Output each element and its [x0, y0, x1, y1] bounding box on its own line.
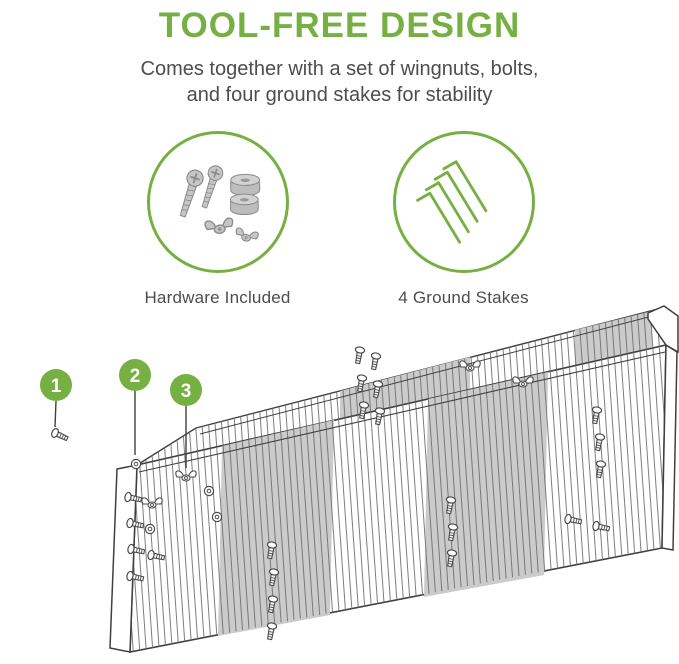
subtitle-line-2: and four ground stakes for stability [186, 84, 493, 107]
corrugation-overlay [130, 345, 666, 652]
subtitle: Comes together with a set of wingnuts, b… [0, 56, 679, 109]
hardware-icon [179, 165, 260, 244]
back-rim-line [199, 313, 661, 435]
left-corner-trim [109, 464, 138, 653]
hardware-circle [146, 130, 289, 273]
callout-1: 1 [40, 369, 72, 444]
screw-icon [179, 169, 204, 218]
wingnut-icon [203, 216, 235, 236]
washer-icon [203, 485, 215, 497]
wingnut-icon [233, 226, 259, 244]
bed-illustration: 1 2 3 [0, 302, 679, 664]
screw-icon [201, 165, 223, 209]
subtitle-line-1: Comes together with a set of wingnuts, b… [140, 58, 539, 80]
stake-icon [415, 191, 461, 244]
feature-caption-hardware: Hardware Included [144, 287, 291, 307]
callout-2-number: 2 [130, 366, 141, 387]
callout-3-number: 3 [181, 381, 192, 402]
ground-stakes-icon [415, 160, 487, 244]
washer-icon [229, 193, 259, 215]
garden-bed-drawing: 1 2 3 [40, 305, 679, 653]
bolt-icon [368, 351, 382, 371]
right-corner-trim [647, 305, 679, 354]
callout-3: 3 [170, 374, 202, 482]
bolt-icon [49, 426, 70, 444]
washer-icon [130, 458, 142, 470]
callout-1-number: 1 [51, 376, 62, 397]
feature-row: Hardware Included 4 Ground Stakes [0, 130, 679, 308]
stakes-circle [392, 130, 535, 273]
callout-2: 2 [119, 359, 151, 470]
page-title: TOOL-FREE DESIGN [158, 6, 521, 45]
stake-icon [433, 170, 479, 223]
bolt-icon [352, 345, 366, 365]
callout-1-line [54, 400, 57, 428]
washer-icon [211, 511, 223, 523]
callout-2-badge [119, 359, 151, 391]
callout-3-badge [170, 374, 202, 406]
stake-icon [424, 181, 470, 233]
callout-1-badge [40, 369, 72, 401]
front-rim-line [138, 351, 666, 473]
feature-caption-stakes: 4 Ground Stakes [398, 287, 529, 307]
feature-hardware: Hardware Included [144, 130, 291, 308]
washer-icon [229, 173, 260, 196]
stake-icon [442, 160, 487, 212]
washer-icon [144, 523, 156, 535]
feature-stakes: 4 Ground Stakes [392, 130, 535, 308]
